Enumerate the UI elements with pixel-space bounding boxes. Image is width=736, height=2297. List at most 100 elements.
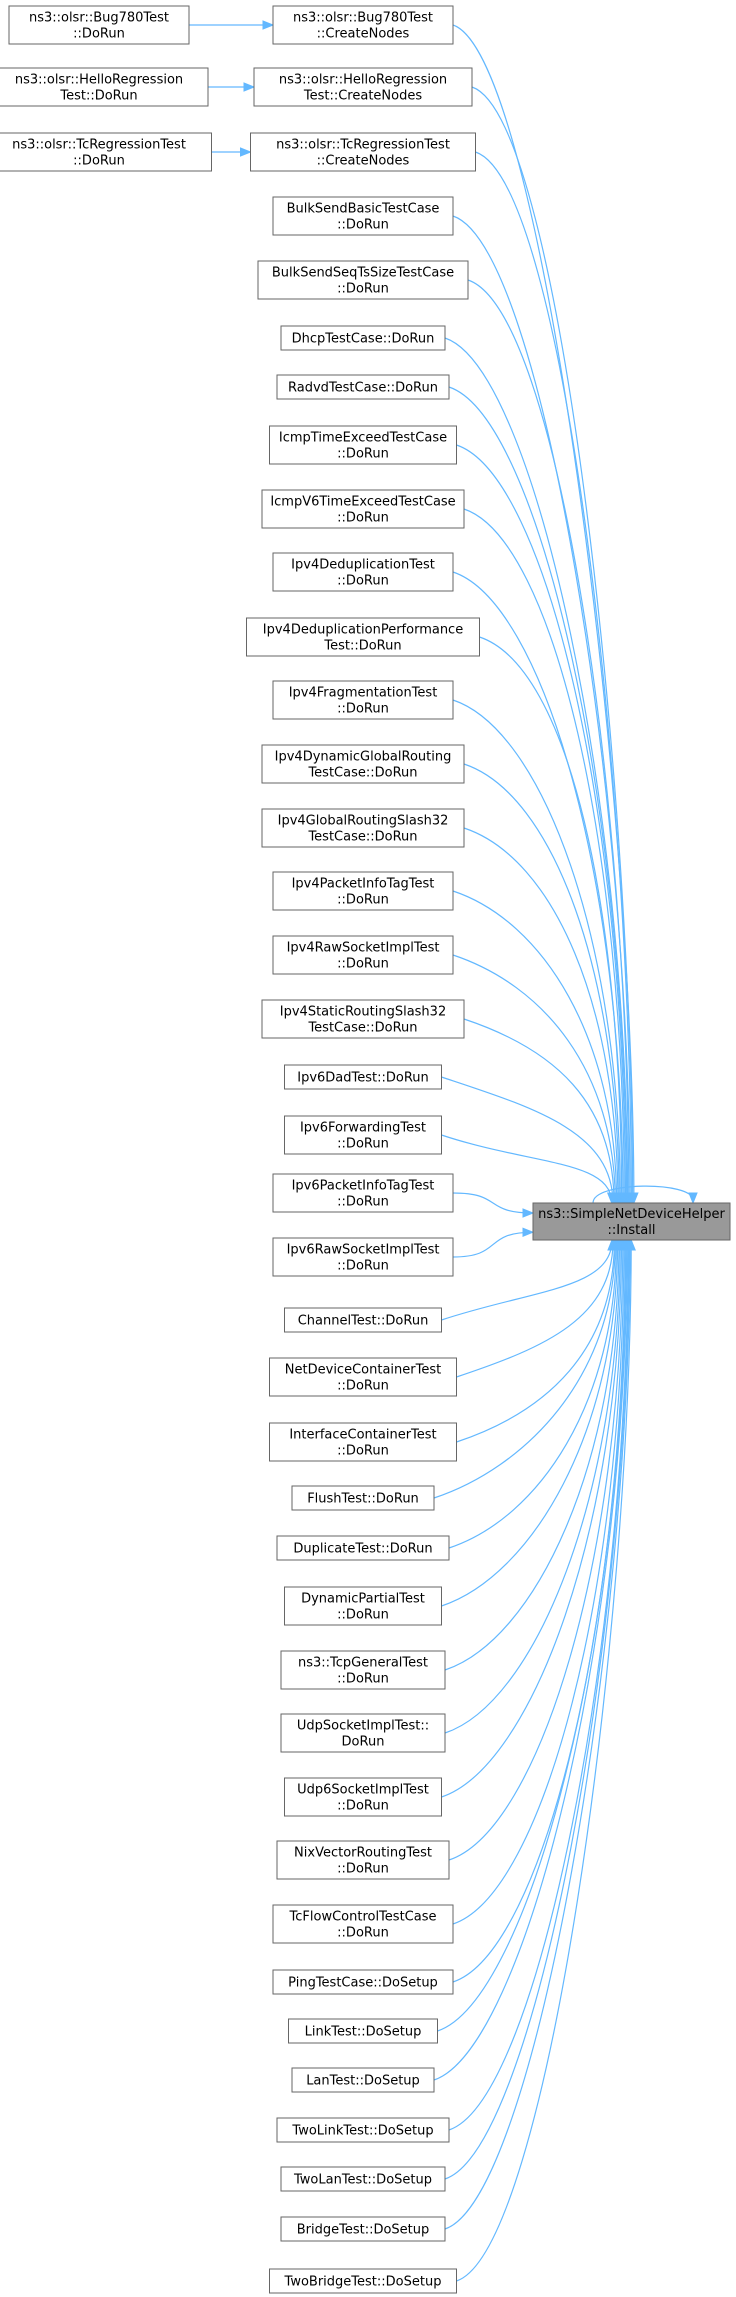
arrowhead-ipv6packetinfotagtest-dorun bbox=[522, 1208, 535, 1218]
node-bulksendbasictestcase-dorun-label-line: ::DoRun bbox=[337, 218, 389, 233]
node-nixvectorroutingtest-dorun-label-line: NixVectorRoutingTest bbox=[294, 1846, 432, 1861]
edge-ipv4packetinfotagtest-dorun bbox=[452, 890, 618, 1204]
arrowhead-ipv6rawsocketimpltest-dorun bbox=[522, 1227, 535, 1237]
node-flushtest-dorun[interactable]: FlushTest::DoRun bbox=[291, 1485, 435, 1511]
node-icmpv6timeexceedtestcase-dorun[interactable]: IcmpV6TimeExceedTestCase::DoRun bbox=[261, 489, 465, 529]
node-bridgetest-dosetup[interactable]: BridgeTest::DoSetup bbox=[280, 2216, 446, 2242]
node-dhcptestcase-dorun-label-line: DhcpTestCase::DoRun bbox=[292, 332, 435, 347]
edge-ipv4fragmentationtest-dorun bbox=[452, 699, 621, 1204]
arrowhead-ns3-olsr-helloregressiontest-dorun bbox=[243, 82, 256, 92]
node-ns3-olsr-helloregressiontest-dorun-box bbox=[0, 67, 209, 107]
node-ns3-olsr-helloregressiontest-createnodes-box bbox=[253, 67, 473, 107]
node-interfacecontainertest-dorun-box bbox=[269, 1422, 457, 1462]
node-pingtestcase-dosetup-box bbox=[272, 1969, 454, 1995]
node-ns3-olsr-helloregressiontest-createnodes[interactable]: ns3::olsr::HelloRegressionTest::CreateNo… bbox=[253, 67, 473, 107]
node-ns3-olsr-tcregressiontest-createnodes-box bbox=[250, 132, 476, 172]
node-udpsocketimpltest-dorun[interactable]: UdpSocketImplTest::DoRun bbox=[280, 1713, 446, 1753]
node-radvdtestcase-dorun[interactable]: RadvdTestCase::DoRun bbox=[276, 374, 450, 400]
node-twolinktest-dosetup[interactable]: TwoLinkTest::DoSetup bbox=[276, 2117, 450, 2143]
node-ns3-olsr-tcregressiontest-createnodes[interactable]: ns3::olsr::TcRegressionTest::CreateNodes bbox=[250, 132, 476, 172]
node-radvdtestcase-dorun-box bbox=[276, 374, 450, 400]
node-tcflowcontroltestcase-dorun-box bbox=[272, 1904, 454, 1944]
node-pingtestcase-dosetup[interactable]: PingTestCase::DoSetup bbox=[272, 1969, 454, 1995]
node-ns3-olsr-bug780test-createnodes[interactable]: ns3::olsr::Bug780Test::CreateNodes bbox=[272, 5, 454, 45]
node-ipv4deduplicationperformancetest-dorun-label-line: Ipv4DeduplicationPerformance bbox=[263, 623, 463, 638]
node-dynamicpartialtest-dorun-label-line: ::DoRun bbox=[337, 1608, 389, 1623]
node-ipv4rawsocketimpltest-dorun-box bbox=[272, 935, 454, 975]
node-ipv4staticroutingslash32testcase-dorun-label-line: Ipv4StaticRoutingSlash32 bbox=[280, 1005, 446, 1020]
node-nixvectorroutingtest-dorun-box bbox=[276, 1840, 450, 1880]
node-ipv4packetinfotagtest-dorun-label-line: ::DoRun bbox=[337, 893, 389, 908]
node-ns3-olsr-bug780test-dorun[interactable]: ns3::olsr::Bug780Test::DoRun bbox=[8, 5, 190, 45]
target-node-label-line: ::Install bbox=[608, 1223, 656, 1238]
node-dhcptestcase-dorun[interactable]: DhcpTestCase::DoRun bbox=[280, 325, 446, 351]
node-ipv4globalroutingslash32testcase-dorun-label-line: TestCase::DoRun bbox=[307, 830, 417, 845]
node-ipv6rawsocketimpltest-dorun-label-line: ::DoRun bbox=[337, 1259, 389, 1274]
node-icmptimeexceedtestcase-dorun[interactable]: IcmpTimeExceedTestCase::DoRun bbox=[269, 425, 457, 465]
node-ipv4fragmentationtest-dorun-box bbox=[272, 680, 454, 720]
node-ipv4deduplicationtest-dorun[interactable]: Ipv4DeduplicationTest::DoRun bbox=[272, 552, 454, 592]
edge-twolantest-dosetup bbox=[444, 1239, 630, 2180]
node-lantest-dosetup[interactable]: LanTest::DoSetup bbox=[291, 2067, 435, 2093]
edge-interfacecontainertest-dorun bbox=[456, 1239, 615, 1443]
node-flushtest-dorun-label-line: FlushTest::DoRun bbox=[307, 1492, 419, 1507]
arrowhead-ns3-olsr-tcregressiontest-dorun bbox=[240, 147, 252, 157]
node-ns3-tcpgeneraltest-dorun[interactable]: ns3::TcpGeneralTest::DoRun bbox=[280, 1650, 446, 1690]
node-icmptimeexceedtestcase-dorun-label-line: ::DoRun bbox=[337, 447, 389, 462]
node-ipv6packetinfotagtest-dorun-label-line: ::DoRun bbox=[337, 1195, 389, 1210]
node-netdevicecontainertest-dorun-label-line: NetDeviceContainerTest bbox=[285, 1363, 441, 1378]
node-ipv6dadtest-dorun[interactable]: Ipv6DadTest::DoRun bbox=[284, 1064, 442, 1090]
edge-linktest-dosetup bbox=[437, 1239, 627, 2032]
node-ns3-olsr-tcregressiontest-dorun[interactable]: ns3::olsr::TcRegressionTest::DoRun bbox=[0, 132, 212, 172]
node-udp6socketimpltest-dorun[interactable]: Udp6SocketImplTest::DoRun bbox=[284, 1777, 442, 1817]
node-channeltest-dorun-box bbox=[284, 1307, 442, 1333]
node-bulksendbasictestcase-dorun-box bbox=[272, 196, 454, 236]
node-ipv4staticroutingslash32testcase-dorun-box bbox=[261, 999, 465, 1039]
node-ipv4packetinfotagtest-dorun[interactable]: Ipv4PacketInfoTagTest::DoRun bbox=[272, 871, 454, 911]
node-ipv4rawsocketimpltest-dorun[interactable]: Ipv4RawSocketImplTest::DoRun bbox=[272, 935, 454, 975]
node-channeltest-dorun[interactable]: ChannelTest::DoRun bbox=[284, 1307, 442, 1333]
node-netdevicecontainertest-dorun[interactable]: NetDeviceContainerTest::DoRun bbox=[269, 1357, 457, 1397]
node-ipv6forwardingtest-dorun[interactable]: Ipv6ForwardingTest::DoRun bbox=[284, 1115, 442, 1155]
edge-ipv6packetinfotagtest-dorun bbox=[452, 1192, 534, 1214]
node-twobridgetest-dosetup[interactable]: TwoBridgeTest::DoSetup bbox=[269, 2268, 457, 2294]
node-ipv6rawsocketimpltest-dorun-label-line: Ipv6RawSocketImplTest bbox=[287, 1243, 440, 1258]
node-ns3-tcpgeneraltest-dorun-label-line: ns3::TcpGeneralTest bbox=[298, 1656, 428, 1671]
node-ns3-olsr-bug780test-dorun-label-line: ns3::olsr::Bug780Test bbox=[29, 11, 169, 26]
node-interfacecontainertest-dorun[interactable]: InterfaceContainerTest::DoRun bbox=[269, 1422, 457, 1462]
node-simplenetdevicehelper-install[interactable]: ns3::SimpleNetDeviceHelper::Install bbox=[532, 1202, 731, 1241]
node-duplicatetest-dorun-box bbox=[276, 1535, 450, 1561]
node-ns3-olsr-bug780test-createnodes-label-line: ns3::olsr::Bug780Test bbox=[293, 11, 433, 26]
node-ipv4staticroutingslash32testcase-dorun-label-line: TestCase::DoRun bbox=[307, 1021, 417, 1036]
target-node-box bbox=[532, 1202, 731, 1241]
node-duplicatetest-dorun-label-line: DuplicateTest::DoRun bbox=[293, 1542, 432, 1557]
edge-ipv4deduplicationperformancetest-dorun bbox=[479, 636, 623, 1204]
node-twolantest-dosetup-label-line: TwoLanTest::DoSetup bbox=[293, 2173, 432, 2188]
node-ns3-olsr-tcregressiontest-createnodes-label-line: ns3::olsr::TcRegressionTest bbox=[276, 138, 450, 153]
node-ipv4fragmentationtest-dorun[interactable]: Ipv4FragmentationTest::DoRun bbox=[272, 680, 454, 720]
node-ipv6rawsocketimpltest-dorun[interactable]: Ipv6RawSocketImplTest::DoRun bbox=[272, 1237, 454, 1277]
node-twolantest-dosetup[interactable]: TwoLanTest::DoSetup bbox=[280, 2166, 446, 2192]
node-bulksendbasictestcase-dorun[interactable]: BulkSendBasicTestCase::DoRun bbox=[272, 196, 454, 236]
call-edges bbox=[189, 20, 698, 2282]
call-nodes: ns3::SimpleNetDeviceHelper::Installns3::… bbox=[0, 5, 731, 2294]
node-ipv6packetinfotagtest-dorun[interactable]: Ipv6PacketInfoTagTest::DoRun bbox=[272, 1173, 454, 1213]
node-ipv6packetinfotagtest-dorun-box bbox=[272, 1173, 454, 1213]
node-ipv4deduplicationtest-dorun-box bbox=[272, 552, 454, 592]
node-ipv6dadtest-dorun-label-line: Ipv6DadTest::DoRun bbox=[297, 1071, 429, 1086]
node-dynamicpartialtest-dorun[interactable]: DynamicPartialTest::DoRun bbox=[284, 1586, 442, 1626]
node-linktest-dosetup[interactable]: LinkTest::DoSetup bbox=[288, 2018, 438, 2044]
edge-bulksendbasictestcase-dorun bbox=[452, 215, 631, 1204]
node-ipv4fragmentationtest-dorun-label-line: Ipv4FragmentationTest bbox=[289, 686, 438, 701]
node-nixvectorroutingtest-dorun[interactable]: NixVectorRoutingTest::DoRun bbox=[276, 1840, 450, 1880]
arrowhead-ipv6forwardingtest-dorun bbox=[606, 1192, 617, 1205]
node-duplicatetest-dorun[interactable]: DuplicateTest::DoRun bbox=[276, 1535, 450, 1561]
node-bulksendseqtssizetestcase-dorun[interactable]: BulkSendSeqTsSizeTestCase::DoRun bbox=[257, 260, 469, 300]
node-udp6socketimpltest-dorun-label-line: ::DoRun bbox=[337, 1799, 389, 1814]
node-tcflowcontroltestcase-dorun[interactable]: TcFlowControlTestCase::DoRun bbox=[272, 1904, 454, 1944]
